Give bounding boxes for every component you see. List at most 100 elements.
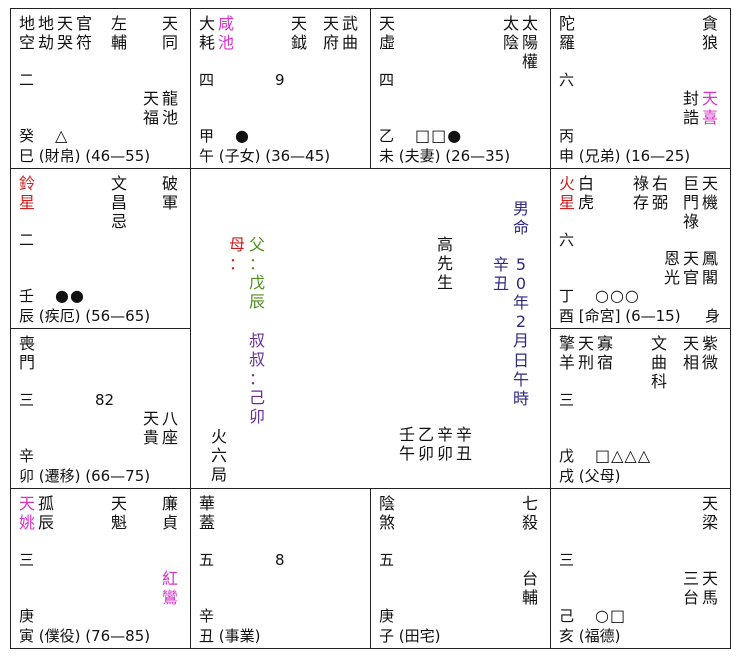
- palace-number: 五: [199, 551, 215, 569]
- star-寡宿: 寡宿: [597, 334, 614, 372]
- star-太陽權: 太陽權: [522, 14, 539, 71]
- heavenly-stem: 辛: [19, 447, 35, 465]
- star-天哭: 天哭: [57, 14, 74, 52]
- palace-score: 8: [275, 551, 285, 569]
- pillar-month: 辛卯: [437, 425, 454, 463]
- star-貪狼: 貪狼: [702, 14, 719, 52]
- palace-si: 地空地劫天哭官符左輔天同天福龍池二癸△巳 (財帛) (46—55): [10, 8, 191, 169]
- palace-label: 午 (子女) (36—45): [199, 147, 331, 165]
- palace-hai: 天梁三台天馬三己○□亥 (福德): [550, 488, 731, 649]
- minor-star-天貴: 天貴: [143, 409, 160, 447]
- star-鈴星: 鈴星: [19, 174, 36, 212]
- minor-star-鳳閣: 鳳閣: [702, 249, 719, 287]
- palace-number: 四: [379, 71, 395, 89]
- star-天梁: 天梁: [702, 494, 719, 532]
- palace-number: 三: [559, 391, 575, 409]
- star-太陰: 太陰: [503, 14, 520, 52]
- palace-label: 卯 (遷移) (66—75): [19, 467, 151, 485]
- star-喪門: 喪門: [19, 334, 36, 372]
- birth-year-ganzhi: 辛丑: [493, 255, 510, 293]
- star-天虛: 天虛: [379, 14, 396, 52]
- palace-label: 亥 (福德): [559, 627, 621, 645]
- palace-number: 四: [199, 71, 215, 89]
- heavenly-stem: 己: [559, 607, 575, 625]
- palace-marks: □□●: [415, 126, 463, 145]
- palace-chen: 鈴星 文昌忌 破軍二壬 ●● 辰 (疾厄) (56—65): [10, 168, 191, 329]
- heavenly-stem: 丙: [559, 127, 575, 145]
- minor-star-八座: 八座: [162, 409, 179, 447]
- star-陰煞: 陰煞: [379, 494, 396, 532]
- heavenly-stem: 癸: [19, 127, 35, 145]
- palace-number: 六: [559, 231, 575, 249]
- star-地劫: 地劫: [38, 14, 55, 52]
- palace-label: 戌 (父母): [559, 467, 621, 485]
- palace-wei: 天虛 太陰太陽權四乙 □□● 未 (夫妻) (26—35): [370, 8, 551, 169]
- star-咸池: 咸池: [218, 14, 235, 52]
- palace-number: 三: [19, 391, 35, 409]
- star-紫微: 紫微: [702, 334, 719, 372]
- minor-star-天官: 天官: [683, 249, 700, 287]
- heavenly-stem: 丁: [559, 287, 575, 305]
- palace-marks: ●●: [55, 286, 85, 305]
- palace-number: 六: [559, 71, 575, 89]
- star-官符: 官符: [76, 14, 93, 52]
- heavenly-stem: 甲: [199, 127, 215, 145]
- star-破軍: 破軍: [162, 174, 179, 212]
- palace-xu: 擎羊天刑寡宿文曲科天相紫微三戊□△△△戌 (父母): [550, 328, 731, 489]
- heavenly-stem: 庚: [379, 607, 395, 625]
- palace-chou: 華蓋五 8 辛丑 (事業): [190, 488, 371, 649]
- star-天機: 天機: [702, 174, 719, 212]
- palace-label: 寅 (僕役) (76—85): [19, 627, 151, 645]
- palace-label: 辰 (疾厄) (56—65): [19, 307, 151, 325]
- star-天刑: 天刑: [578, 334, 595, 372]
- pillar-day: 乙卯: [418, 425, 435, 463]
- star-文昌忌: 文昌忌: [111, 174, 128, 231]
- star-廉貞: 廉貞: [162, 494, 179, 532]
- palace-number: 二: [19, 231, 35, 249]
- gender-label: 男命: [513, 199, 530, 237]
- palace-score: 82: [95, 391, 115, 409]
- heavenly-stem: 乙: [379, 127, 395, 145]
- palace-marks: □△△△: [595, 446, 652, 465]
- pillar-year: 辛丑: [456, 425, 473, 463]
- minor-star-天喜: 天喜: [702, 89, 719, 127]
- star-天相: 天相: [683, 334, 700, 372]
- minor-star-龍池: 龍池: [162, 89, 179, 127]
- body-marker: 身: [705, 307, 721, 325]
- palace-label: 未 (夫妻) (26—35): [379, 147, 511, 165]
- palace-label: 丑 (事業): [199, 627, 261, 645]
- minor-star-恩光: 恩光: [664, 249, 681, 287]
- uncle-info: 叔叔：己卯: [249, 331, 266, 426]
- palace-mao: 喪門天貴八座 三 82 辛卯 (遷移) (66—75): [10, 328, 191, 489]
- palace-label: 申 (兄弟) (16—25): [559, 147, 691, 165]
- star-陀羅: 陀羅: [559, 14, 576, 52]
- palace-zi: 陰煞七殺台輔五庚子 (田宅): [370, 488, 551, 649]
- minor-star-三台: 三台: [683, 569, 700, 607]
- heavenly-stem: 庚: [19, 607, 35, 625]
- palace-marks: ○○○: [595, 286, 640, 305]
- palace-number: 三: [559, 551, 575, 569]
- palace-marks: ●: [235, 126, 250, 145]
- star-祿存: 祿存: [633, 174, 650, 212]
- heavenly-stem: 辛: [199, 607, 215, 625]
- star-大耗: 大耗: [199, 14, 216, 52]
- pillar-hour: 壬午: [399, 425, 416, 463]
- star-七殺: 七殺: [522, 494, 539, 532]
- star-地空: 地空: [19, 14, 36, 52]
- star-華蓋: 華蓋: [199, 494, 216, 532]
- heavenly-stem: 壬: [19, 287, 35, 305]
- palace-score: 9: [275, 71, 285, 89]
- star-白虎: 白虎: [578, 174, 595, 212]
- minor-star-天福: 天福: [143, 89, 160, 127]
- birth-hour: 日午時: [513, 351, 530, 408]
- palace-shen: 陀羅貪狼封誥天喜六丙申 (兄弟) (16—25): [550, 8, 731, 169]
- star-天府: 天府: [323, 14, 340, 52]
- minor-star-台輔: 台輔: [522, 569, 539, 607]
- star-右弼: 右弼: [652, 174, 669, 212]
- palace-label: 酉 [命宮] (6—15): [559, 307, 681, 325]
- palace-number: 二: [19, 71, 35, 89]
- father-info: 父：戊辰: [249, 235, 266, 311]
